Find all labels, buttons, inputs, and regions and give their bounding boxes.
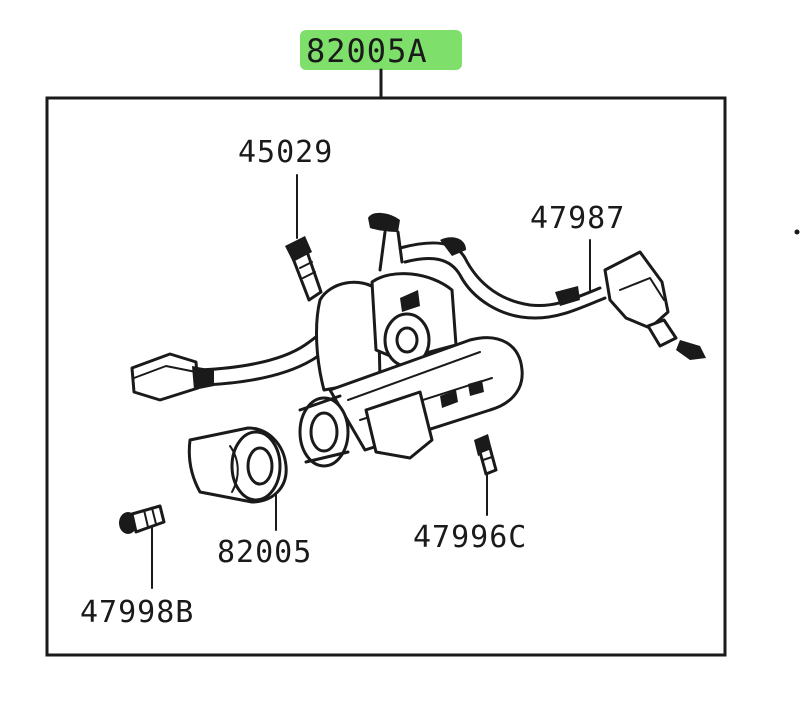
screw-47996C-drawing: [474, 434, 498, 476]
label-45029[interactable]: 45029: [238, 135, 333, 170]
left-harness-drawing: [130, 320, 338, 402]
edge-mark: [794, 229, 800, 235]
label-47987[interactable]: 47987: [530, 201, 625, 236]
assembly-label-highlight: [300, 30, 462, 70]
switch-body-drawing: [298, 272, 524, 468]
bolt-47998B-drawing: [119, 504, 166, 534]
upper-harness-drawing: [368, 212, 706, 360]
screw-45029-drawing: [285, 236, 323, 302]
label-82005[interactable]: 82005: [217, 535, 312, 570]
cap-82005-drawing: [187, 426, 288, 504]
assembly-frame: [45, 96, 727, 657]
label-47998B[interactable]: 47998B: [80, 595, 194, 630]
assembly-part-number[interactable]: 82005A: [306, 32, 428, 70]
label-47996C[interactable]: 47996C: [413, 520, 527, 555]
